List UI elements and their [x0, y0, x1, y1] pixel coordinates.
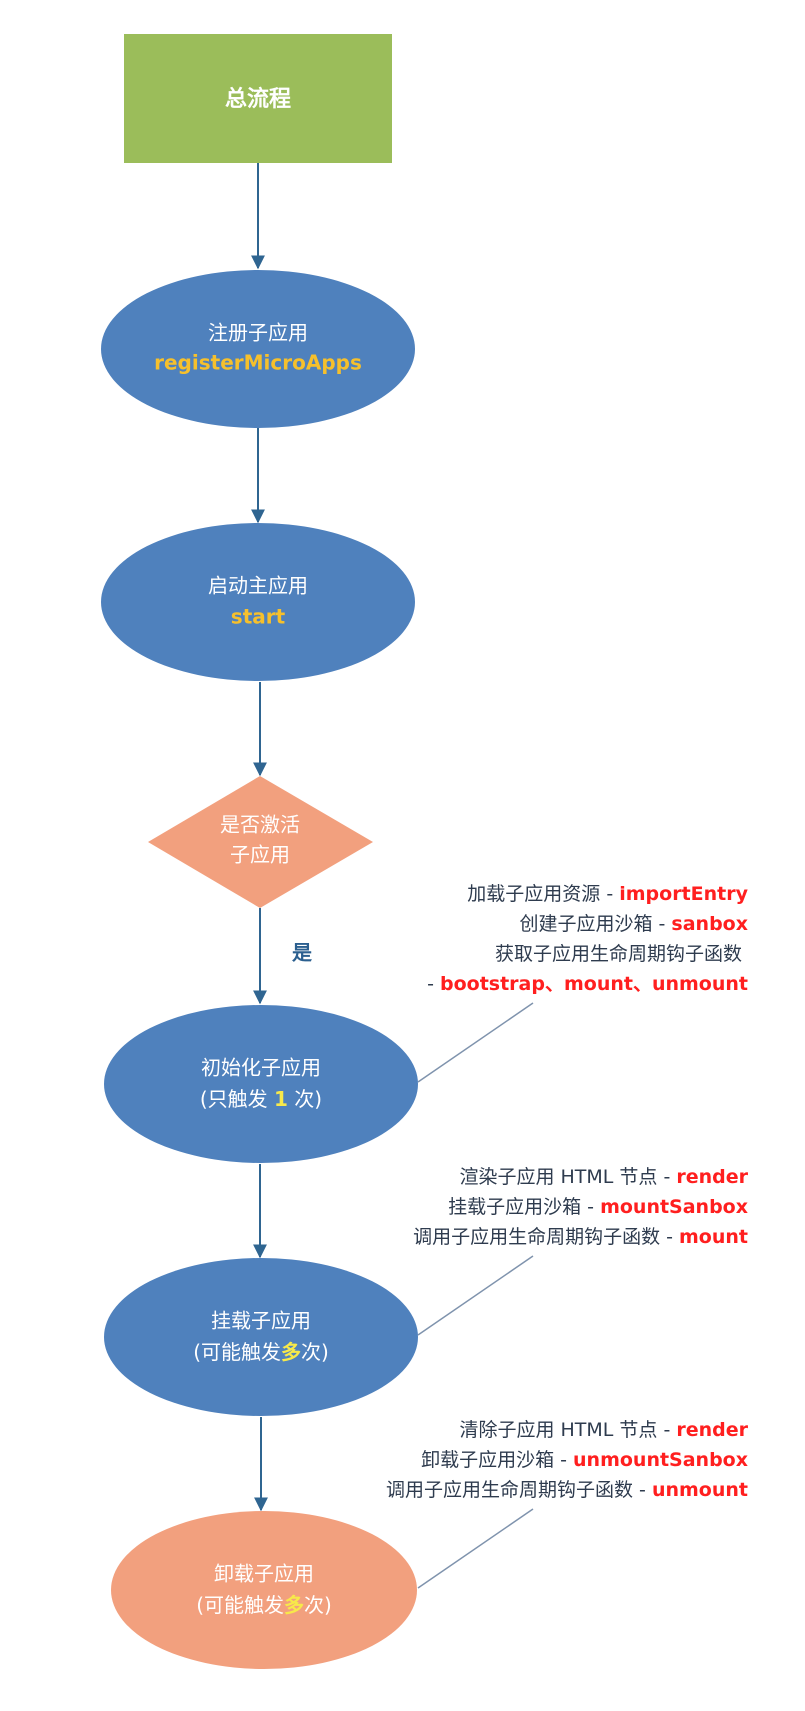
process-start-shape: [101, 523, 415, 681]
process-init: 初始化子应用 (只触发 1 次): [104, 1005, 418, 1163]
note-init-line-1: 加载子应用资源 - importEntry: [467, 883, 748, 905]
process-total-flow: 总流程: [124, 34, 392, 163]
decision-activate: 是否激活 子应用: [148, 776, 373, 908]
note-unmount-line-1-text: 清除子应用 HTML 节点 -: [459, 1419, 676, 1441]
process-unmount-title: 卸载子应用: [214, 1562, 314, 1586]
note-unmount-line-2-code: unmountSanbox: [573, 1449, 748, 1471]
note-mount-line-1-code: render: [676, 1166, 748, 1188]
process-unmount-subtitle-prefix: (可能触发: [196, 1593, 284, 1617]
decision-activate-shape: [148, 776, 373, 908]
note-unmount-line-2: 卸载子应用沙箱 - unmountSanbox: [421, 1449, 748, 1471]
note-init-line-4-text: -: [427, 973, 440, 995]
process-init-title: 初始化子应用: [201, 1056, 321, 1080]
process-mount: 挂载子应用 (可能触发多次): [104, 1258, 418, 1416]
note-mount-line-3: 调用子应用生命周期钩子函数 - mount: [413, 1226, 748, 1248]
note-mount-line-3-text: 调用子应用生命周期钩子函数 -: [413, 1226, 679, 1248]
process-register-title: 注册子应用: [208, 321, 308, 345]
process-unmount-subtitle-emphasis: 多: [284, 1593, 304, 1617]
process-init-shape: [104, 1005, 418, 1163]
note-mount-line-2: 挂载子应用沙箱 - mountSanbox: [448, 1196, 748, 1218]
decision-activate-line2: 子应用: [230, 843, 290, 867]
note-init-line-3: 获取子应用生命周期钩子函数: [495, 943, 742, 965]
note-unmount-line-3-code: unmount: [652, 1479, 748, 1501]
process-mount-subtitle-suffix: 次): [301, 1340, 329, 1364]
process-mount-title: 挂载子应用: [211, 1309, 311, 1333]
note-unmount-line-1: 清除子应用 HTML 节点 - render: [459, 1419, 748, 1441]
note-unmount-line-3-text: 调用子应用生命周期钩子函数 -: [386, 1479, 652, 1501]
note-init-line-1-text: 加载子应用资源 -: [467, 883, 619, 905]
process-total-flow-title: 总流程: [225, 86, 291, 112]
process-init-subtitle-prefix: (只触发: [200, 1087, 274, 1111]
process-init-subtitle: (只触发 1 次): [200, 1087, 322, 1111]
connector-init-note: [417, 1002, 534, 1083]
connector-mount-note: [417, 1255, 534, 1336]
note-init-line-1-code: importEntry: [619, 883, 748, 905]
process-register: 注册子应用 registerMicroApps: [101, 270, 415, 428]
process-unmount: 卸载子应用 (可能触发多次): [111, 1511, 417, 1669]
process-unmount-subtitle-suffix: 次): [304, 1593, 332, 1617]
note-unmount-line-1-code: render: [676, 1419, 748, 1441]
process-unmount-shape: [111, 1511, 417, 1669]
note-mount-line-2-code: mountSanbox: [600, 1196, 748, 1218]
process-start: 启动主应用 start: [101, 523, 415, 681]
note-init-line-2-text: 创建子应用沙箱 -: [519, 913, 671, 935]
connector-unmount-note: [417, 1508, 534, 1589]
note-init-line-2: 创建子应用沙箱 - sanbox: [519, 913, 748, 935]
note-mount-line-2-text: 挂载子应用沙箱 -: [448, 1196, 600, 1218]
note-init-line-4-code: bootstrap、mount、unmount: [440, 973, 748, 995]
note-unmount: 清除子应用 HTML 节点 - render 卸载子应用沙箱 - unmount…: [386, 1419, 749, 1501]
process-init-subtitle-suffix: 次): [288, 1087, 322, 1111]
process-mount-subtitle-prefix: (可能触发: [193, 1340, 281, 1364]
process-start-code: start: [231, 605, 286, 629]
process-total-flow-box: [124, 34, 392, 163]
process-register-shape: [101, 270, 415, 428]
process-mount-shape: [104, 1258, 418, 1416]
process-mount-subtitle-emphasis: 多: [281, 1340, 301, 1364]
note-unmount-line-2-text: 卸载子应用沙箱 -: [421, 1449, 573, 1471]
note-mount-line-1-text: 渲染子应用 HTML 节点 -: [459, 1166, 676, 1188]
process-start-title: 启动主应用: [208, 574, 308, 598]
process-unmount-subtitle: (可能触发多次): [196, 1593, 332, 1617]
process-init-subtitle-emphasis: 1: [274, 1087, 288, 1111]
note-mount: 渲染子应用 HTML 节点 - render 挂载子应用沙箱 - mountSa…: [413, 1166, 749, 1248]
edge-label-yes: 是: [291, 941, 312, 965]
note-init: 加载子应用资源 - importEntry 创建子应用沙箱 - sanbox 获…: [427, 883, 749, 995]
note-mount-line-3-code: mount: [679, 1226, 748, 1248]
note-init-line-4: - bootstrap、mount、unmount: [427, 973, 748, 995]
note-init-line-2-code: sanbox: [671, 913, 748, 935]
note-init-line-3-text: 获取子应用生命周期钩子函数: [495, 943, 742, 965]
note-mount-line-1: 渲染子应用 HTML 节点 - render: [459, 1166, 748, 1188]
process-mount-subtitle: (可能触发多次): [193, 1340, 329, 1364]
process-register-code: registerMicroApps: [154, 351, 362, 375]
decision-activate-line1: 是否激活: [220, 813, 300, 837]
note-unmount-line-3: 调用子应用生命周期钩子函数 - unmount: [386, 1479, 748, 1501]
